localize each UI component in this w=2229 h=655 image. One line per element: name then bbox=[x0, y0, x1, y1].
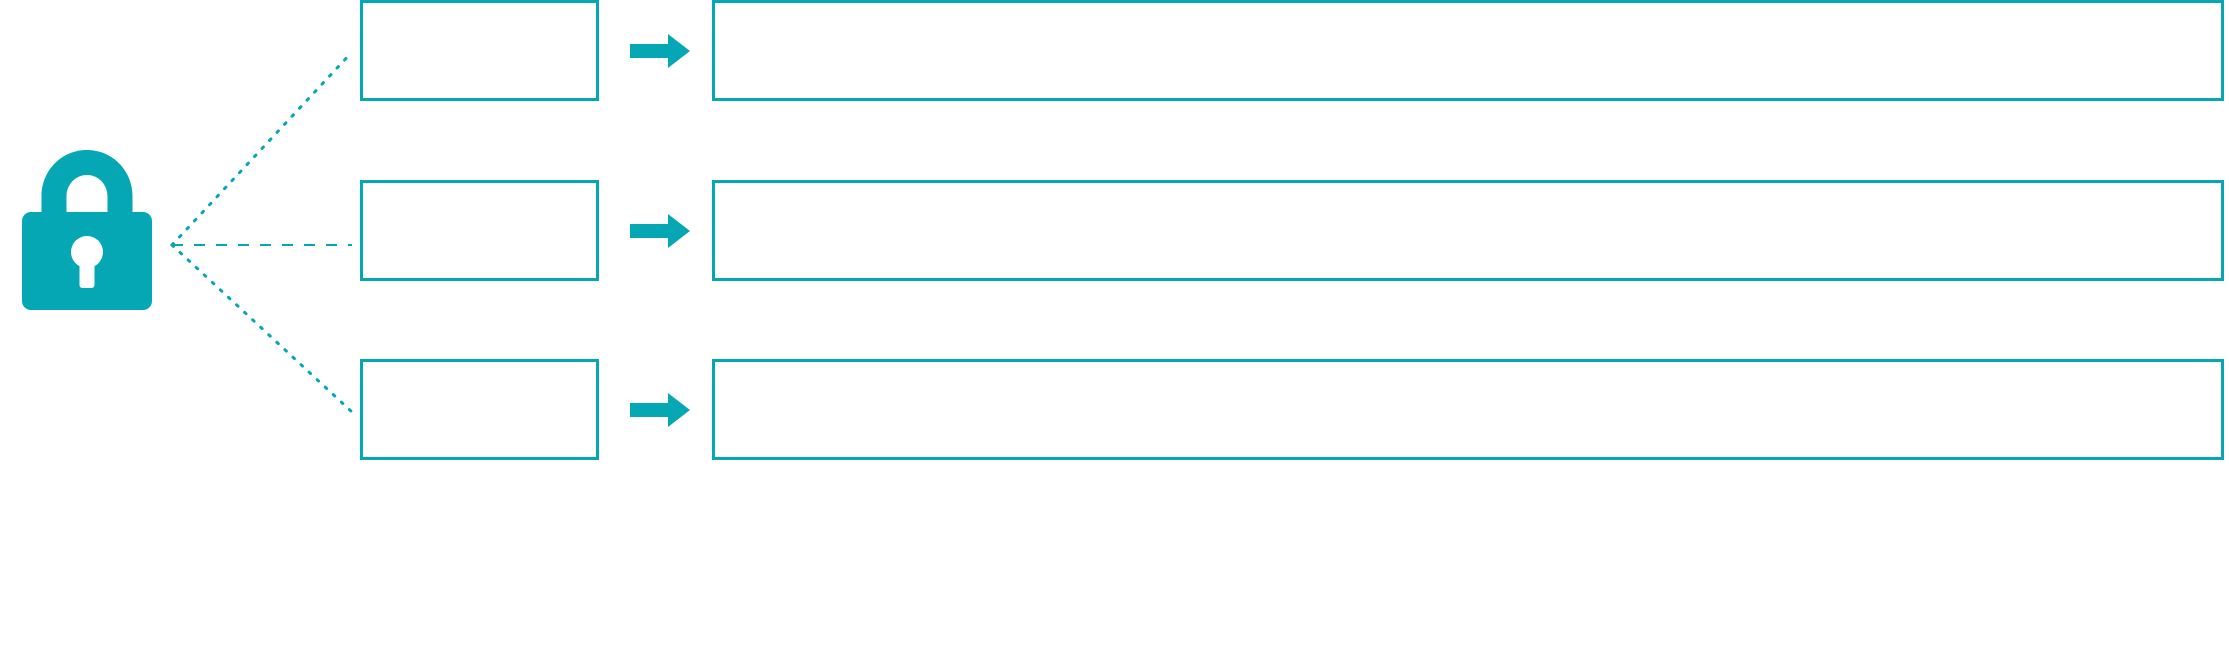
outcome-box-3-label bbox=[715, 362, 2221, 382]
arrow-right-icon bbox=[630, 393, 690, 427]
outcome-box-3[interactable] bbox=[712, 359, 2224, 460]
outcome-box-1[interactable] bbox=[712, 0, 2224, 101]
diagram-row bbox=[0, 359, 2229, 462]
arrow-right-icon bbox=[630, 34, 690, 68]
stage-box-2[interactable] bbox=[360, 180, 599, 281]
stage-box-2-label bbox=[363, 183, 596, 203]
stage-box-3[interactable] bbox=[360, 359, 599, 460]
arrow-right-icon bbox=[630, 214, 690, 248]
stage-box-3-label bbox=[363, 362, 596, 382]
diagram-row bbox=[0, 0, 2229, 103]
outcome-box-1-label bbox=[715, 3, 2221, 23]
stage-box-1[interactable] bbox=[360, 0, 599, 101]
lock-icon bbox=[22, 150, 152, 310]
outcome-box-2-label bbox=[715, 183, 2221, 203]
stage-box-1-label bbox=[363, 3, 596, 23]
outcome-box-2[interactable] bbox=[712, 180, 2224, 281]
diagram-row bbox=[0, 180, 2229, 283]
